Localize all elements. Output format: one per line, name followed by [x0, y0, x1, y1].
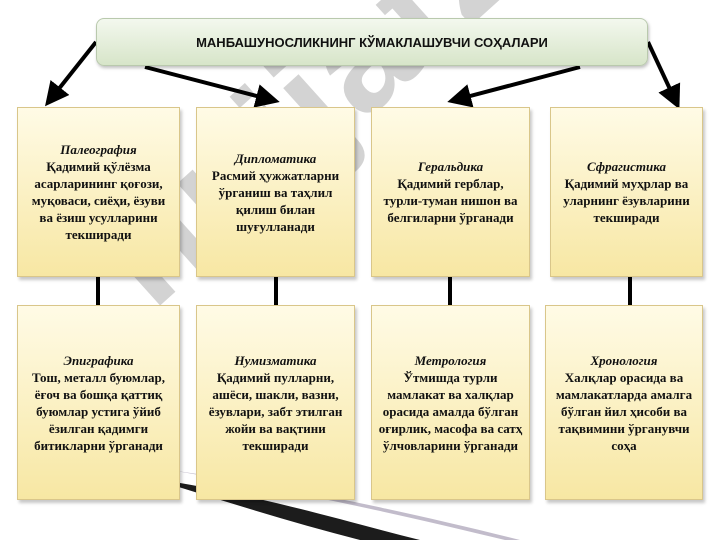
card-heraldry: Геральдика Қадимий герблар, турли-туман … [371, 107, 530, 277]
card-body: Тош, металл буюмлар, ёғоч ва бошқа қатти… [31, 369, 166, 453]
card-title: Нумизматика [234, 352, 317, 368]
card-title: Сфрагистика [587, 159, 666, 174]
diagram-title: МАНБАШУНОСЛИКНИНГ КЎМАКЛАШУВЧИ СОҲАЛАРИ [96, 18, 648, 66]
card-title: Палеография [60, 142, 137, 157]
card-body: Расмий ҳужжатларни ўрганиш ва таҳлил қил… [211, 167, 340, 234]
card-body: Қадимий муҳрлар ва уларнинг ёзувларини т… [563, 176, 690, 225]
arrow-to-heraldry [447, 65, 581, 108]
card-body: Қадимий пулларни, ашёси, шакли, вазни, ё… [208, 369, 343, 453]
card-metrology: Метрология Ўтмишда турли мамлакат ва хал… [371, 305, 530, 500]
card-body: Қадимий герблар, турли-туман нишон ва бе… [383, 176, 518, 225]
card-epigraphy: Эпиграфика Тош, металл буюмлар, ёғоч ва … [17, 305, 180, 500]
arrow-to-paleography [45, 40, 98, 107]
card-title: Эпиграфика [63, 352, 134, 368]
card-paleography: Палеография Қадимий қўлёзма асарларининг… [17, 107, 180, 277]
arrow-to-diplomatics [144, 65, 280, 108]
card-body: Қадимий қўлёзма асарларининг қоғози, муқ… [31, 159, 166, 242]
card-title: Геральдика [417, 159, 484, 174]
card-title: Метрология [414, 352, 487, 368]
card-title: Хронология [590, 352, 658, 368]
card-body: Ўтмишда турли мамлакат ва халқлар орасид… [378, 369, 523, 453]
decor-swoosh-thin [170, 470, 520, 540]
card-sphragistics: Сфрагистика Қадимий муҳрлар ва уларнинг … [550, 107, 703, 277]
card-diplomatics: Дипломатика Расмий ҳужжатларни ўрганиш в… [196, 107, 355, 277]
card-title: Дипломатика [234, 150, 317, 166]
card-chronology: Хронология Халқлар орасида ва мамлакатла… [545, 305, 703, 500]
card-numismatics: Нумизматика Қадимий пулларни, ашёси, шак… [196, 305, 355, 500]
arrow-to-sphragistics [646, 41, 681, 110]
card-body: Халқлар орасида ва мамлакатларда амалга … [555, 369, 693, 453]
